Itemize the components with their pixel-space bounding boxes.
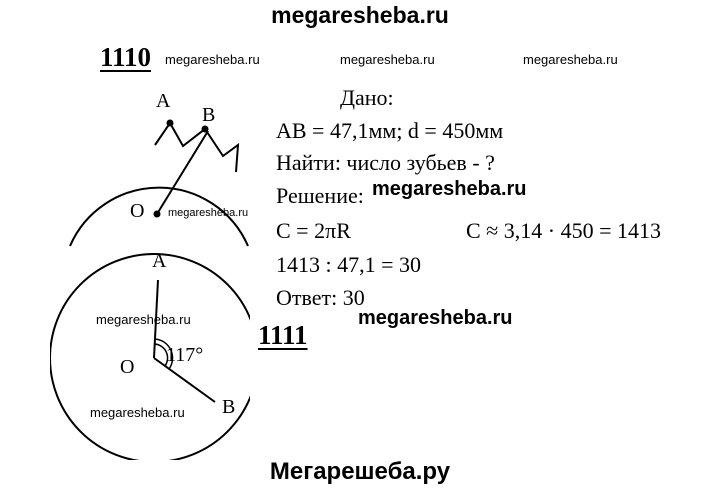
watermark-text: megaresheba.ru — [358, 307, 513, 329]
watermark-text: megaresheba.ru — [96, 312, 191, 327]
angle-label: 117° — [166, 344, 204, 366]
find-statement: Найти: число зубьев - ? — [276, 150, 495, 175]
point-a-label: A — [156, 90, 171, 112]
watermark-text: megaresheba.ru — [90, 405, 185, 420]
point-a-marker — [166, 119, 174, 127]
point-a-label: A — [152, 250, 167, 272]
circumference-formula: C = 2πR — [276, 218, 351, 243]
watermark-text: megaresheba.ru — [340, 52, 435, 67]
watermark-text: megaresheba.ru — [168, 207, 249, 219]
circumference-calculation: C ≈ 3,14 · 450 = 1413 — [466, 218, 661, 243]
site-header: megaresheba.ru — [271, 2, 449, 28]
center-o-label: O — [120, 356, 135, 378]
circle-angle-figure — [50, 253, 250, 460]
center-o-marker — [153, 210, 161, 218]
watermark-text: megaresheba.ru — [165, 52, 260, 67]
task-number-1110: 1110 — [100, 42, 152, 72]
point-b-marker — [201, 125, 209, 133]
teeth-division: 1413 : 47,1 = 30 — [276, 252, 422, 277]
point-b-label: B — [222, 396, 236, 418]
solution-title: Решение: — [276, 183, 364, 208]
site-footer: Мегарешеба.ру — [269, 458, 451, 485]
gear-figure — [69, 119, 249, 247]
answer: Ответ: 30 — [276, 285, 365, 310]
center-o-label: O — [130, 200, 145, 222]
task-number-1111: 1111 — [258, 320, 308, 350]
point-b-label: B — [202, 104, 216, 126]
watermark-text: megaresheba.ru — [523, 52, 618, 67]
given-title: Дано: — [340, 85, 394, 110]
given-values: AB = 47,1мм; d = 450мм — [276, 118, 504, 143]
watermark-text: megaresheba.ru — [372, 178, 527, 200]
